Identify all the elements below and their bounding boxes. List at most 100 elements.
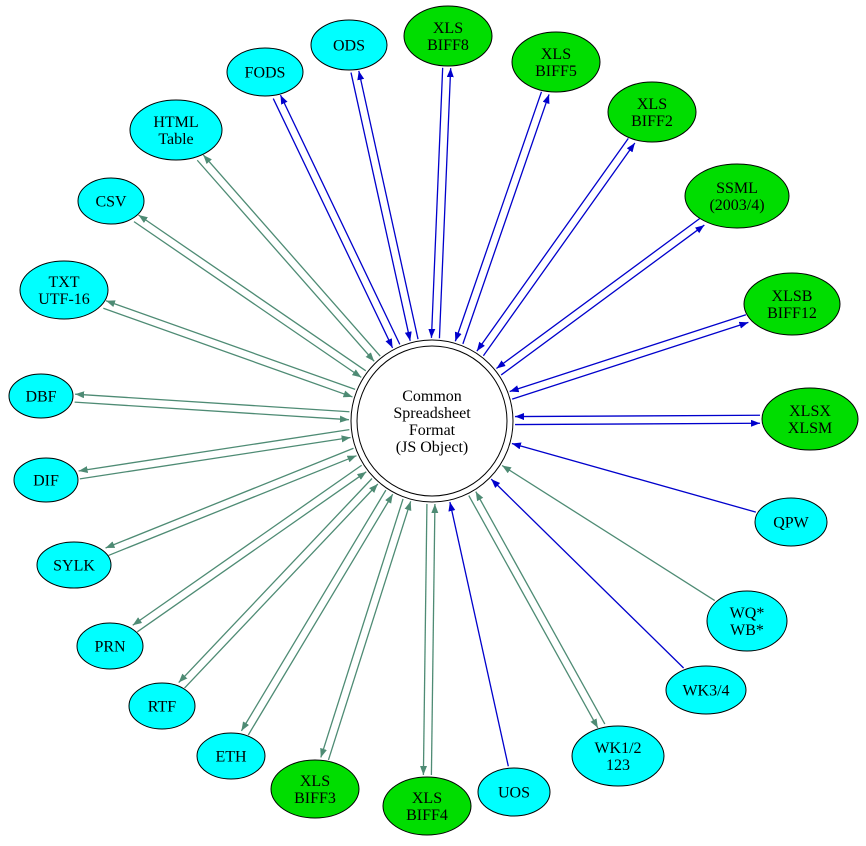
edge-xls-biff8-in: [428, 67, 444, 338]
node-ssml-ellipse: [684, 163, 790, 229]
node-dbf-ellipse: [8, 373, 74, 419]
edge-wk34-in: [490, 478, 685, 669]
node-txt-utf16-label-line2: UTF-16: [38, 291, 90, 308]
node-rtf: RTF: [128, 682, 196, 730]
edge-xls-biff4-in: [430, 504, 439, 776]
node-dif: DIF: [13, 457, 79, 503]
edge-xls-biff3-in: [327, 501, 412, 761]
node-xlsx-xlsm-ellipse: [761, 387, 859, 451]
edge-xlsb-biff12-in: [509, 314, 747, 393]
node-sylk-ellipse: [36, 541, 112, 589]
edge-dif-out: [78, 428, 350, 474]
edge-eth-out: [240, 489, 387, 732]
node-xls-biff4-label-line1: XLS: [412, 790, 442, 807]
node-wk12-123-label-line1: WK1/2: [594, 740, 641, 757]
node-qpw-ellipse: [754, 497, 828, 547]
node-rtf-ellipse: [128, 682, 196, 730]
node-xls-biff8-ellipse: [403, 5, 493, 67]
edge-xls-biff2-out: [482, 142, 636, 357]
node-txt-utf16-ellipse: [19, 260, 109, 320]
hub-label-line1: Common: [402, 388, 462, 405]
node-txt-utf16-label-line1: TXT: [48, 274, 79, 291]
edge-ods-in: [350, 72, 412, 341]
node-qpw-label-line1: QPW: [773, 515, 809, 532]
edge-dbf-in: [74, 401, 349, 423]
node-uos-ellipse: [477, 767, 551, 817]
node-html-table-label-line1: HTML: [153, 114, 198, 131]
edge-txt-utf16-out: [105, 300, 356, 391]
edge-prn-out: [132, 464, 363, 626]
edge-ssml-in: [496, 218, 700, 370]
node-wq-wb-label-line2: WB*: [730, 622, 764, 639]
node-csv: CSV: [77, 177, 145, 225]
node-xlsx-xlsm-label-line1: XLSX: [789, 403, 831, 420]
edge-fods-in: [272, 98, 394, 349]
node-html-table-ellipse: [129, 99, 223, 161]
node-wk12-123-label-line2: 123: [606, 757, 630, 774]
edge-ods-out: [357, 70, 419, 340]
node-fods-ellipse: [226, 47, 304, 97]
node-xls-biff5-ellipse: [511, 31, 601, 93]
edge-fods-out: [279, 94, 401, 345]
node-wk34-ellipse: [665, 665, 747, 715]
node-ssml-label-line1: SSML: [716, 180, 758, 197]
edge-xls-biff2-in: [476, 137, 629, 352]
node-ssml: SSML(2003/4): [684, 163, 790, 229]
edge-xls-biff4-out: [420, 503, 428, 775]
node-wq-wb-ellipse: [706, 590, 788, 652]
node-wq-wb: WQ*WB*: [706, 590, 788, 652]
node-wq-wb-label-line1: WQ*: [730, 605, 765, 622]
node-xls-biff4-label-line2: BIFF4: [406, 807, 448, 824]
node-xls-biff2-label-line2: BIFF2: [631, 113, 673, 130]
node-wk34-label-line1: WK3/4: [682, 683, 729, 700]
node-dif-label-line1: DIF: [33, 473, 59, 490]
node-sylk: SYLK: [36, 541, 112, 589]
edge-csv-in: [133, 221, 362, 378]
edge-xlsx-xlsm-out: [515, 419, 761, 427]
node-xls-biff8-label-line2: BIFF8: [427, 37, 469, 54]
node-xls-biff3-label-line2: BIFF3: [294, 790, 336, 807]
node-xls-biff5-label-line1: XLS: [541, 46, 571, 63]
edge-rtf-out: [178, 478, 373, 683]
node-eth: ETH: [196, 732, 266, 780]
node-fods-label-line1: FODS: [245, 65, 286, 82]
edge-wk12-123-out: [468, 495, 599, 729]
node-xlsb-biff12-label-line2: BIFF12: [767, 305, 817, 322]
edge-txt-utf16-in: [103, 307, 353, 398]
node-qpw: QPW: [754, 497, 828, 547]
edge-sylk-in: [108, 455, 357, 557]
edge-html-table-in: [196, 159, 375, 362]
node-dbf: DBF: [8, 373, 74, 419]
node-eth-ellipse: [196, 732, 266, 780]
edge-layer: [74, 67, 761, 776]
hub-outer-circle: [350, 339, 514, 503]
edge-dif-in: [79, 435, 351, 480]
node-xls-biff3-ellipse: [270, 759, 360, 819]
node-eth-label-line1: ETH: [215, 749, 247, 766]
node-dif-ellipse: [13, 457, 79, 503]
hub-label-line2: Spreadsheet: [393, 405, 471, 422]
edge-xlsb-biff12-out: [511, 321, 749, 400]
node-ods-label-line1: ODS: [333, 38, 365, 55]
hub-label-line4: (JS Object): [396, 439, 468, 456]
edge-qpw-in: [511, 442, 757, 513]
edge-wq-wb-in: [501, 464, 716, 602]
node-prn-ellipse: [76, 622, 144, 670]
edge-rtf-in: [184, 483, 379, 689]
node-csv-ellipse: [77, 177, 145, 225]
edge-uos-in: [448, 501, 509, 767]
edge-csv-out: [138, 214, 367, 372]
edge-xls-biff8-out: [438, 68, 454, 339]
node-csv-label-line1: CSV: [95, 194, 127, 211]
node-rtf-label-line1: RTF: [148, 699, 176, 716]
